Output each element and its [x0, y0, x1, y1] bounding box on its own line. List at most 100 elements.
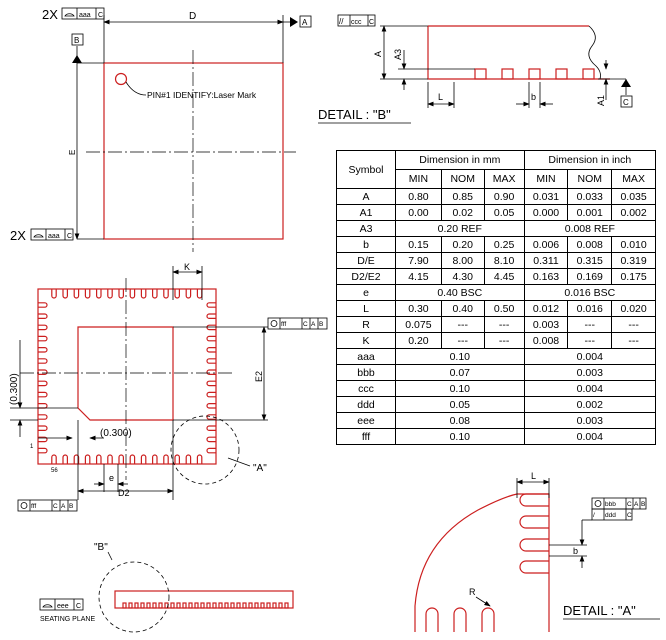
table-cell-symbol: D2/E2	[336, 268, 396, 285]
table-cell: 0.033	[567, 188, 613, 205]
perimeter-pads	[38, 289, 216, 464]
table-cell: 0.319	[611, 252, 656, 269]
svg-text:aaa: aaa	[48, 233, 60, 240]
svg-text:C: C	[98, 12, 103, 19]
exposed-pad	[77, 326, 174, 421]
table-cell: ---	[483, 316, 525, 333]
side-pad	[152, 602, 157, 609]
svg-text:fff: fff	[31, 503, 36, 510]
side-pad	[284, 602, 289, 609]
table-cell-span: 0.10	[395, 428, 525, 445]
table-cell: 4.45	[483, 268, 525, 285]
detail-pad	[519, 538, 549, 552]
table-cell-symbol: eee	[336, 412, 396, 429]
pad	[163, 454, 169, 464]
pad	[185, 454, 192, 464]
package-outline-top	[103, 62, 284, 240]
table-cell: 0.20	[395, 332, 442, 349]
pad	[118, 454, 124, 464]
pad	[152, 289, 158, 299]
table-cell: 0.315	[567, 252, 613, 269]
table-cell-span: 0.004	[523, 428, 657, 445]
dimension-table: Symbol Dimension in mm Dimension in inch…	[336, 150, 657, 445]
pad	[96, 289, 102, 299]
tol-2x-bottom: 2X	[10, 228, 26, 243]
table-cell-span: 0.002	[523, 396, 657, 413]
table-cell-span: 0.003	[523, 412, 657, 429]
table-cell: 0.90	[483, 188, 525, 205]
table-cell: ---	[440, 332, 485, 349]
side-pad	[224, 602, 229, 609]
table-cell: 0.075	[395, 316, 442, 333]
pad	[206, 369, 216, 375]
side-pad	[248, 602, 253, 609]
pad	[84, 289, 91, 299]
detail-a-pads	[425, 493, 549, 632]
side-pad	[128, 602, 133, 609]
table-cell: 0.008	[523, 332, 569, 349]
table-cell-symbol: b	[336, 236, 396, 253]
table-cell: 0.05	[483, 204, 525, 221]
pin-1-label: 1	[30, 444, 34, 450]
table-cell-symbol: fff	[336, 428, 396, 445]
pad	[206, 391, 216, 398]
table-cell-span: 0.40 BSC	[395, 284, 525, 301]
pad	[152, 454, 158, 464]
svg-text:C: C	[53, 503, 58, 510]
pad	[38, 369, 48, 375]
table-cell-symbol: ccc	[336, 380, 396, 397]
seating-plane-label: SEATING PLANE	[40, 616, 95, 623]
detail-pad	[425, 607, 439, 632]
side-view: "B" eee C SEATING PLANE	[39, 542, 294, 633]
pad	[129, 289, 136, 299]
svg-text:B: B	[641, 501, 645, 508]
table-cell-span: 0.08	[395, 412, 525, 429]
detail-pad	[453, 607, 467, 632]
side-pad	[134, 602, 139, 609]
dim-d2: D2	[118, 488, 130, 498]
dim-a3: A3	[393, 49, 403, 60]
side-pad	[122, 602, 127, 609]
pad	[206, 347, 216, 353]
table-cell: 0.006	[523, 236, 569, 253]
detail-b-callout-circle	[98, 561, 170, 633]
table-cell: ---	[440, 316, 485, 333]
pad	[62, 454, 68, 464]
side-pad	[158, 602, 163, 609]
svg-text:C: C	[627, 512, 632, 519]
dim-e2: E2	[254, 371, 264, 382]
table-cell: 0.035	[611, 188, 656, 205]
detail-a-package-corner	[414, 493, 550, 632]
detail-b: // ccc C A A3 L b A1	[318, 14, 633, 124]
pad	[73, 454, 80, 464]
table-cell: 0.003	[523, 316, 569, 333]
detail-a-title: DETAIL : "A"	[563, 603, 636, 618]
pad	[84, 454, 91, 464]
detail-b-title: DETAIL : "B"	[318, 107, 391, 122]
svg-text:C: C	[76, 603, 81, 610]
svg-text://: //	[339, 17, 344, 26]
table-cell-span: 0.20 REF	[395, 220, 525, 237]
side-pad	[278, 602, 283, 609]
pad	[206, 436, 216, 443]
svg-text:bbb: bbb	[605, 501, 616, 508]
pad	[38, 403, 48, 409]
svg-text:A: A	[634, 501, 639, 508]
side-pad	[218, 602, 223, 609]
table-cell: 0.80	[395, 188, 442, 205]
callout-a: "A"	[253, 463, 267, 474]
side-pad	[140, 602, 145, 609]
pad	[206, 324, 216, 331]
table-cell-span: 0.016 BSC	[523, 284, 657, 301]
side-pad	[266, 602, 271, 609]
table-cell: ---	[611, 332, 656, 349]
table-cell: 0.002	[611, 204, 656, 221]
svg-text:ccc: ccc	[351, 19, 362, 26]
package-outline-bottom	[37, 288, 217, 465]
dim-r: R	[469, 587, 476, 597]
